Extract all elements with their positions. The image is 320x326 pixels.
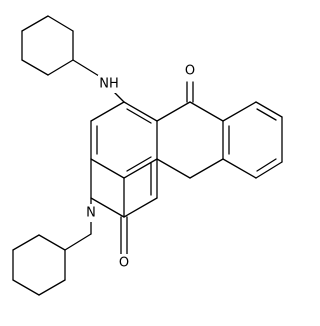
bond (90, 158, 125, 179)
bond (123, 158, 158, 179)
bond (156, 158, 191, 179)
bond (47, 59, 74, 76)
structure-canvas: NH O N O (12, 15, 283, 296)
bond (90, 197, 125, 218)
bond (222, 158, 257, 179)
bond (12, 234, 40, 251)
bond (123, 197, 158, 218)
molecule-drawing: NH O N O (12, 15, 283, 296)
bond (21, 59, 49, 76)
bond (189, 158, 224, 179)
bond (64, 233, 92, 251)
amine-label: NH (99, 77, 119, 92)
ketone-oxygen-label: O (185, 64, 195, 79)
lactam-oxygen-label: O (119, 256, 129, 271)
bond (47, 15, 74, 32)
bond (38, 234, 66, 251)
bond (189, 101, 224, 122)
bond (255, 101, 283, 118)
bond (222, 101, 257, 122)
bond (90, 101, 125, 122)
bond (256, 108, 277, 121)
bond (256, 158, 277, 172)
bond (72, 59, 100, 77)
pyridone-ring (90, 158, 158, 255)
bond (156, 101, 191, 122)
bottom-cyclohexyl-ring (12, 234, 66, 296)
central-ketone-ring (156, 81, 224, 179)
left-aromatic-ring (90, 101, 158, 179)
bond (113, 91, 125, 103)
right-benzo-ring (222, 101, 283, 179)
ring-nitrogen-label: N (86, 206, 96, 221)
bond (255, 161, 283, 179)
amine-linker (72, 59, 125, 103)
bond (126, 156, 152, 172)
bond (21, 15, 49, 32)
bond (38, 279, 66, 296)
bond (123, 101, 158, 122)
bond (12, 279, 40, 296)
top-cyclohexyl-ring (21, 15, 74, 76)
bond (126, 108, 152, 124)
